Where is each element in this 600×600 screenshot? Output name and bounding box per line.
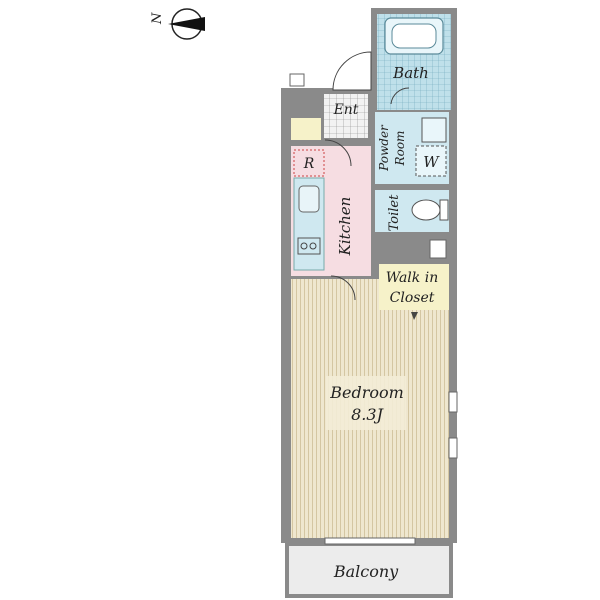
closet-label-line1: Walk in	[386, 270, 438, 286]
toilet-tank	[439, 199, 449, 221]
bath-label: Bath	[392, 64, 429, 82]
toilet-icon	[411, 199, 441, 221]
stove-burner-icon	[300, 242, 308, 250]
front-door-swing	[332, 51, 372, 91]
stove-burner-icon	[309, 242, 317, 250]
bedroom-size: 8.3J	[351, 405, 384, 424]
compass-needle-icon	[168, 17, 205, 31]
closet-label-line2: Closet	[390, 290, 435, 306]
refrigerator-space	[293, 149, 325, 177]
bathtub-inner	[391, 23, 437, 49]
meter-box	[289, 73, 305, 87]
window	[448, 391, 458, 413]
powder-room-label-line1: Powder	[377, 124, 391, 172]
bedroom-label: Bedroom	[329, 383, 404, 402]
washer-label: W	[423, 153, 440, 171]
washer-space	[415, 145, 447, 177]
toilet-label: Toilet	[387, 194, 402, 231]
sliding-door	[324, 537, 416, 545]
sink-icon	[298, 185, 320, 213]
bedroom-label-bg	[326, 376, 406, 430]
refrigerator-label: R	[303, 156, 315, 172]
window	[448, 437, 458, 459]
compass-label: N	[150, 12, 165, 25]
stove-icon	[297, 237, 321, 255]
washbasin-icon	[421, 117, 447, 143]
closet-door-marker	[411, 312, 418, 320]
entrance-floor	[324, 94, 368, 138]
balcony-label: Balcony	[333, 562, 399, 581]
kitchen-door-swing	[324, 139, 352, 167]
pipe-space	[429, 239, 447, 259]
entrance-label: Ent	[333, 102, 359, 118]
bath-door-swing	[390, 87, 410, 105]
bedroom-door-swing	[330, 275, 356, 301]
closet-floor	[379, 264, 449, 310]
powder-room-label-line2: Room	[393, 131, 407, 167]
compass: N	[150, 8, 205, 40]
kitchen-label: Kitchen	[336, 197, 354, 257]
shoe-cabinet	[291, 118, 321, 140]
